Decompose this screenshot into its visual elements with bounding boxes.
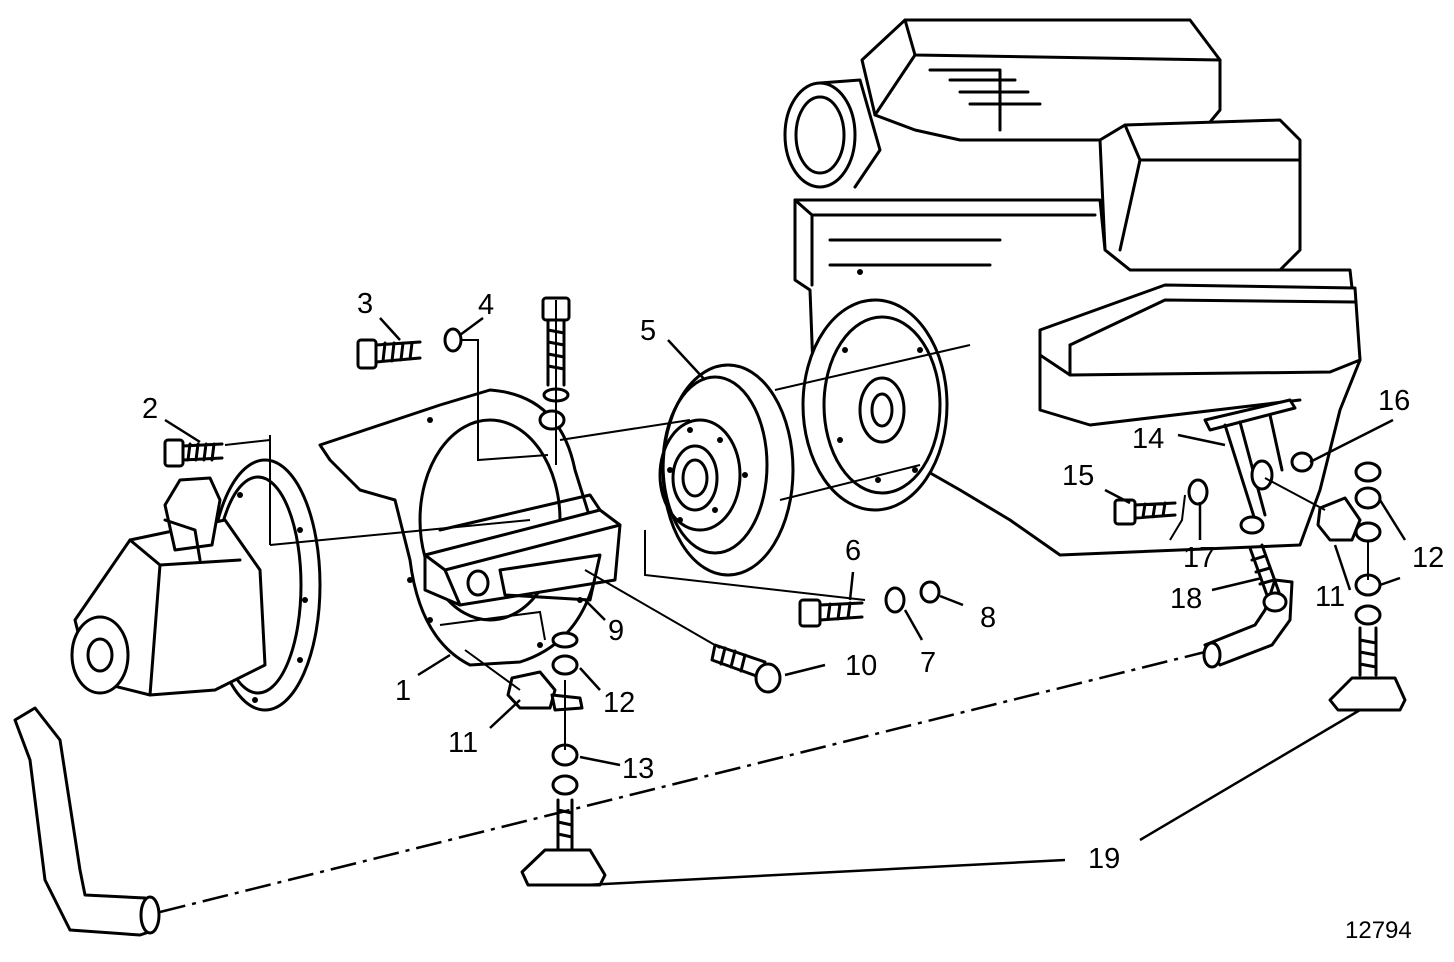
- leader-lines: [164, 316, 1407, 887]
- adapter-plate: [318, 388, 622, 667]
- callout-4: 4: [478, 289, 494, 321]
- callout-6: 6: [845, 535, 861, 567]
- callout-9: 9: [608, 615, 624, 647]
- callout-13: 13: [622, 753, 654, 785]
- callout-12b: 12: [1412, 542, 1444, 574]
- gearbox: [70, 458, 322, 712]
- callout-8: 8: [980, 602, 996, 634]
- callout-3: 3: [357, 288, 373, 320]
- callout-15: 15: [1062, 460, 1094, 492]
- engine-block: [783, 18, 1362, 557]
- callout-1: 1: [395, 675, 411, 707]
- callout-11: 11: [448, 727, 478, 759]
- drive-plate: [658, 363, 795, 577]
- callout-5: 5: [640, 315, 656, 347]
- callout-10: 10: [845, 650, 877, 682]
- callout-labels: 1 2 3 4 5 6 7 8 9 10 11 11 12 12 13 14 1…: [142, 288, 1444, 944]
- callout-12: 12: [603, 687, 635, 719]
- callout-2: 2: [142, 393, 158, 425]
- callout-16: 16: [1378, 385, 1410, 417]
- callout-18: 18: [1170, 583, 1202, 615]
- figure-reference-number: 12794: [1345, 917, 1412, 944]
- alignment-lines: [159, 300, 1369, 914]
- callout-14: 14: [1132, 423, 1164, 455]
- callout-19: 19: [1088, 843, 1120, 875]
- callout-7: 7: [920, 647, 936, 679]
- fasteners: [163, 296, 1407, 887]
- callout-17: 17: [1183, 542, 1215, 574]
- callout-11b: 11: [1315, 581, 1345, 613]
